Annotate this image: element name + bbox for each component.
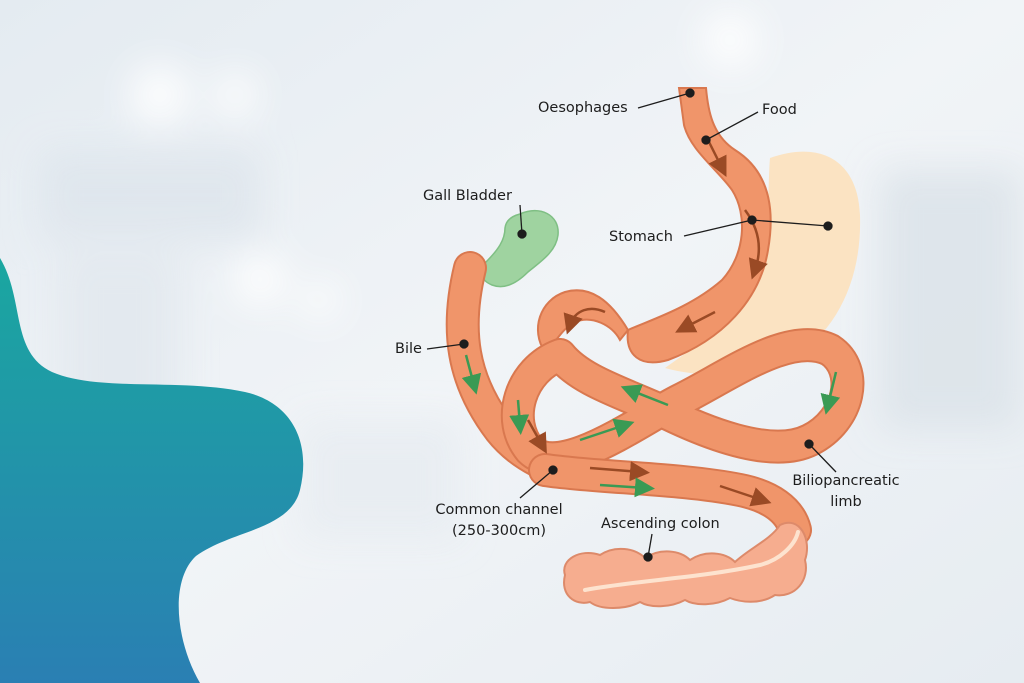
- label-bile: Bile: [395, 341, 422, 357]
- label-biliopancreatic-limb: Biliopancreatic limb: [783, 471, 909, 513]
- label-ascending-colon: Ascending colon: [601, 516, 720, 532]
- label-gall-bladder: Gall Bladder: [423, 188, 512, 204]
- label-stomach: Stomach: [609, 229, 673, 245]
- label-common-channel-line2: (250-300cm): [452, 523, 546, 540]
- label-biliopancreatic-line1: Biliopancreatic: [792, 473, 900, 489]
- bile-flow-arrows: [461, 354, 841, 498]
- label-common-channel-line1: Common channel: [435, 502, 563, 518]
- label-food: Food: [762, 102, 797, 118]
- ascending-colon: [563, 521, 808, 609]
- label-oesophages: Oesophages: [538, 100, 628, 116]
- sleeve-stomach: [626, 87, 772, 364]
- food-flow-arrows: [526, 139, 772, 507]
- label-common-channel: Common channel (250-300cm): [426, 500, 572, 542]
- label-biliopancreatic-line2: limb: [830, 494, 862, 511]
- label-leader-lines: [426, 88, 837, 562]
- gall-bladder: [480, 209, 559, 288]
- teal-decorative-shape: [0, 258, 304, 683]
